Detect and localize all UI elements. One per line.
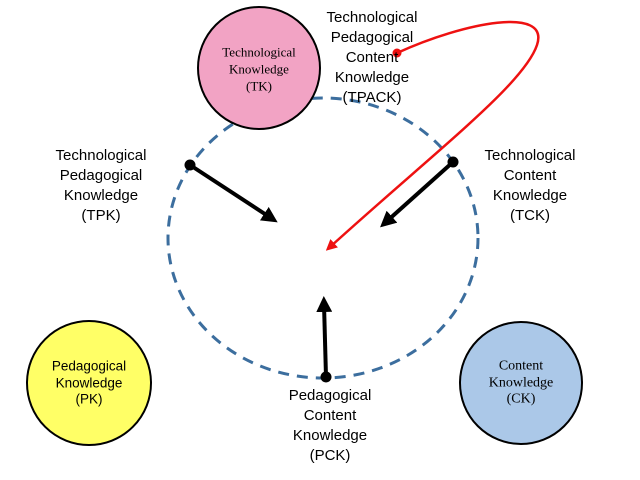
pk-line: Pedagogical [51,358,127,374]
ck-line: Content [498,358,544,374]
tck-label: Technological Content Knowledge (TCK) [485,146,576,226]
tpk-arrow [188,163,278,223]
tk-circle-label: Technological Knowledge (TK) [222,44,295,95]
ck-line: (CK) [506,391,536,407]
pck-label: Pedagogical Content Knowledge (PCK) [289,386,372,466]
tk-line: (TK) [245,78,272,94]
tpack-label: Technological Pedagogical Content Knowle… [327,8,418,108]
pck-anchor-dot [320,371,332,383]
tck-line: (TCK) [510,207,550,224]
tpack-arrow-curve [325,20,540,251]
tck-anchor-dot [447,156,459,168]
pck-arrow [316,296,333,378]
tpack-line: (TPACK) [342,89,402,106]
tck-line: Technological [484,147,576,164]
pck-line: Content [303,407,357,424]
tpk-anchor-dot [184,159,196,171]
tpack-anchor-dot [392,48,402,58]
tpack-line: Pedagogical [330,29,414,46]
tpack-line: Knowledge [334,69,410,86]
pk-line: (PK) [75,391,103,407]
pck-line: Knowledge [292,427,368,444]
tpack-line: Content [345,49,399,66]
tk-circle [197,6,321,130]
tpk-label: Technological Pedagogical Knowledge (TPK… [56,146,147,226]
tck-line: Knowledge [492,187,568,204]
pck-line: Pedagogical [288,387,372,404]
tpk-line: Knowledge [63,187,139,204]
tck-line: Content [503,167,557,184]
tk-line: Knowledge [229,61,289,77]
ck-line: Knowledge [488,374,554,390]
tpk-line: (TPK) [81,207,121,224]
tck-arrow [380,160,455,228]
ck-circle [459,321,583,445]
pk-circle-label: Pedagogical Knowledge (PK) [52,358,126,408]
pck-line: (PCK) [309,447,351,464]
tpk-line: Pedagogical [59,167,143,184]
tpk-line: Technological [55,147,147,164]
pk-line: Knowledge [55,374,123,390]
tk-line: Technological [222,44,296,60]
pk-circle [26,320,152,446]
ck-circle-label: Content Knowledge (CK) [489,358,554,408]
tpack-line: Technological [326,9,418,26]
